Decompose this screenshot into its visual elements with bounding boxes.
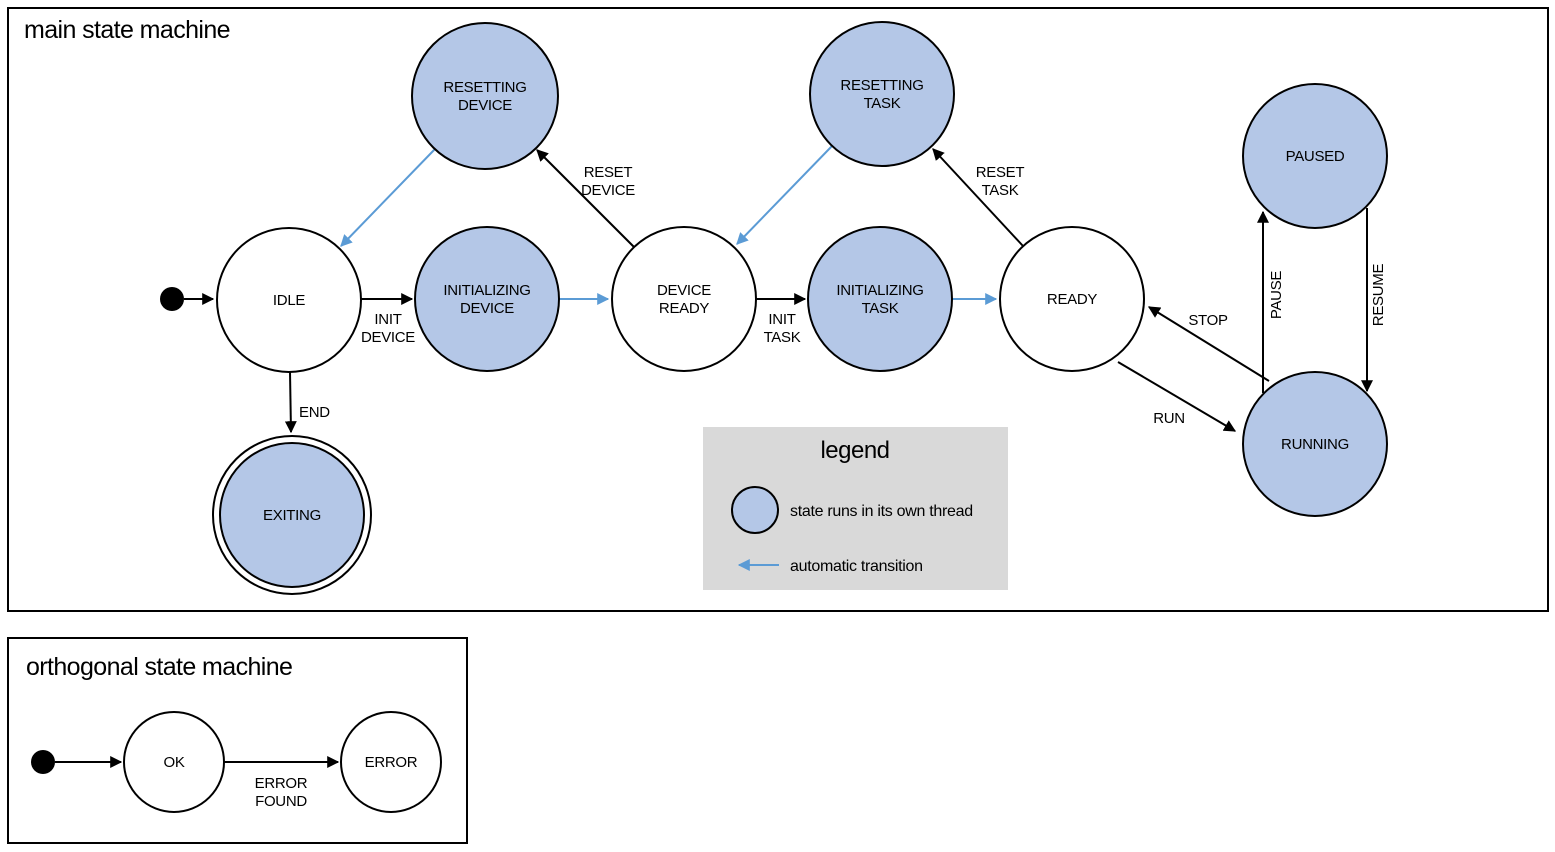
state-initializing-task-label-line2: TASK (862, 300, 899, 317)
transition-error-found-label-line1: ERROR (255, 775, 308, 792)
transition-end: END (284, 371, 331, 434)
transition-reset-task: RESET TASK (932, 148, 1025, 247)
state-resetting-device-circle (411, 22, 559, 170)
state-running-circle (1242, 371, 1388, 517)
state-paused-circle (1242, 83, 1388, 229)
state-device-ready-label-line2: READY (659, 300, 709, 317)
state-initializing-task-circle (807, 226, 953, 372)
main-state-machine-panel: main state machine INIT DEVICE RESET DEV… (7, 7, 1549, 612)
transition-error-found: ERROR FOUND (224, 756, 340, 810)
transition-reset-device-arrow (536, 149, 635, 248)
auto-transition-resetting-task-to-device-ready (736, 145, 833, 245)
state-idle-circle (216, 227, 362, 373)
state-resetting-task: RESETTING TASK (809, 21, 955, 167)
state-ok-label: OK (163, 754, 184, 771)
transition-init-task-label-line2: TASK (764, 329, 801, 346)
legend: legend state runs in its own thread auto… (703, 427, 1008, 590)
transition-reset-task-label-line1: RESET (976, 164, 1025, 181)
transition-reset-device-label-line1: RESET (584, 164, 633, 181)
state-error-circle (340, 711, 442, 813)
transition-init-device: INIT DEVICE (361, 293, 416, 346)
main-panel-border (7, 7, 1549, 612)
state-resetting-task-circle (809, 21, 955, 167)
transition-resume: RESUME (1361, 208, 1387, 393)
state-resetting-device-label-line1: RESETTING (443, 79, 526, 96)
initial-state-dot (160, 287, 184, 311)
state-running-label: RUNNING (1281, 436, 1349, 453)
state-ready-label: READY (1047, 291, 1097, 308)
state-ready-circle (999, 226, 1145, 372)
orthogonal-panel-border (7, 637, 468, 844)
transition-init-task-label-line1: INIT (768, 311, 795, 328)
transition-reset-device: RESET DEVICE (536, 149, 636, 248)
transition-pause: PAUSE (1257, 210, 1285, 393)
state-initializing-device: INITIALIZING DEVICE (414, 226, 560, 372)
state-initializing-device-label-line2: DEVICE (460, 300, 514, 317)
state-device-ready-label-line1: DEVICE (657, 282, 711, 299)
state-paused: PAUSED (1242, 83, 1388, 229)
state-exiting-final: EXITING (212, 435, 372, 595)
state-initializing-device-circle (414, 226, 560, 372)
transition-pause-label: PAUSE (1268, 271, 1285, 320)
transition-init-device-label-line1: INIT (374, 311, 401, 328)
auto-transition-resetting-device-to-idle (340, 148, 436, 247)
state-paused-label: PAUSED (1286, 148, 1345, 165)
orthogonal-state-machine-panel: orthogonal state machine OK ERROR FOUND … (7, 637, 468, 844)
state-idle-label: IDLE (273, 292, 305, 309)
state-initializing-device-label-line1: INITIALIZING (443, 282, 530, 299)
state-exiting-inner-circle (219, 442, 365, 588)
state-resetting-task-label-line2: TASK (864, 95, 901, 112)
state-initializing-task: INITIALIZING TASK (807, 226, 953, 372)
transition-reset-task-arrow (932, 148, 1024, 247)
state-error: ERROR (340, 711, 442, 813)
state-ready: READY (999, 226, 1145, 372)
state-resetting-device-label-line2: DEVICE (458, 97, 512, 114)
state-device-ready: DEVICE READY (611, 226, 757, 372)
state-resetting-device: RESETTING DEVICE (411, 22, 559, 170)
state-ok: OK (123, 711, 225, 813)
state-resetting-task-label-line1: RESETTING (840, 77, 923, 94)
transition-stop-label: STOP (1188, 312, 1228, 329)
transition-run-arrow (1117, 361, 1237, 432)
state-running: RUNNING (1242, 371, 1388, 517)
transition-reset-device-label-line2: DEVICE (581, 182, 635, 199)
state-initializing-task-label-line1: INITIALIZING (836, 282, 923, 299)
state-idle: IDLE (216, 227, 362, 373)
orthogonal-initial-state-dot (31, 750, 55, 774)
transition-stop: STOP (1147, 306, 1270, 382)
legend-threaded-state-icon (731, 486, 779, 534)
transition-error-found-label-line2: FOUND (255, 793, 307, 810)
state-exiting-label: EXITING (263, 507, 321, 524)
state-error-label: ERROR (365, 754, 418, 771)
transition-end-label: END (299, 404, 330, 421)
state-device-ready-circle (611, 226, 757, 372)
legend-auto-transition-label: automatic transition (790, 558, 923, 575)
main-panel-title: main state machine (24, 16, 230, 44)
transition-init-task: INIT TASK (756, 293, 807, 346)
transition-run-label: RUN (1153, 410, 1185, 427)
transition-run: RUN (1117, 361, 1237, 432)
legend-threaded-state-label: state runs in its own thread (790, 503, 973, 520)
transition-reset-task-label-line2: TASK (982, 182, 1019, 199)
transition-stop-arrow (1147, 306, 1270, 382)
legend-title: legend (820, 437, 889, 464)
orthogonal-panel-title: orthogonal state machine (26, 653, 292, 681)
transition-resume-label: RESUME (1370, 264, 1387, 327)
transition-init-device-label-line2: DEVICE (361, 329, 415, 346)
transition-end-arrow (284, 371, 297, 434)
